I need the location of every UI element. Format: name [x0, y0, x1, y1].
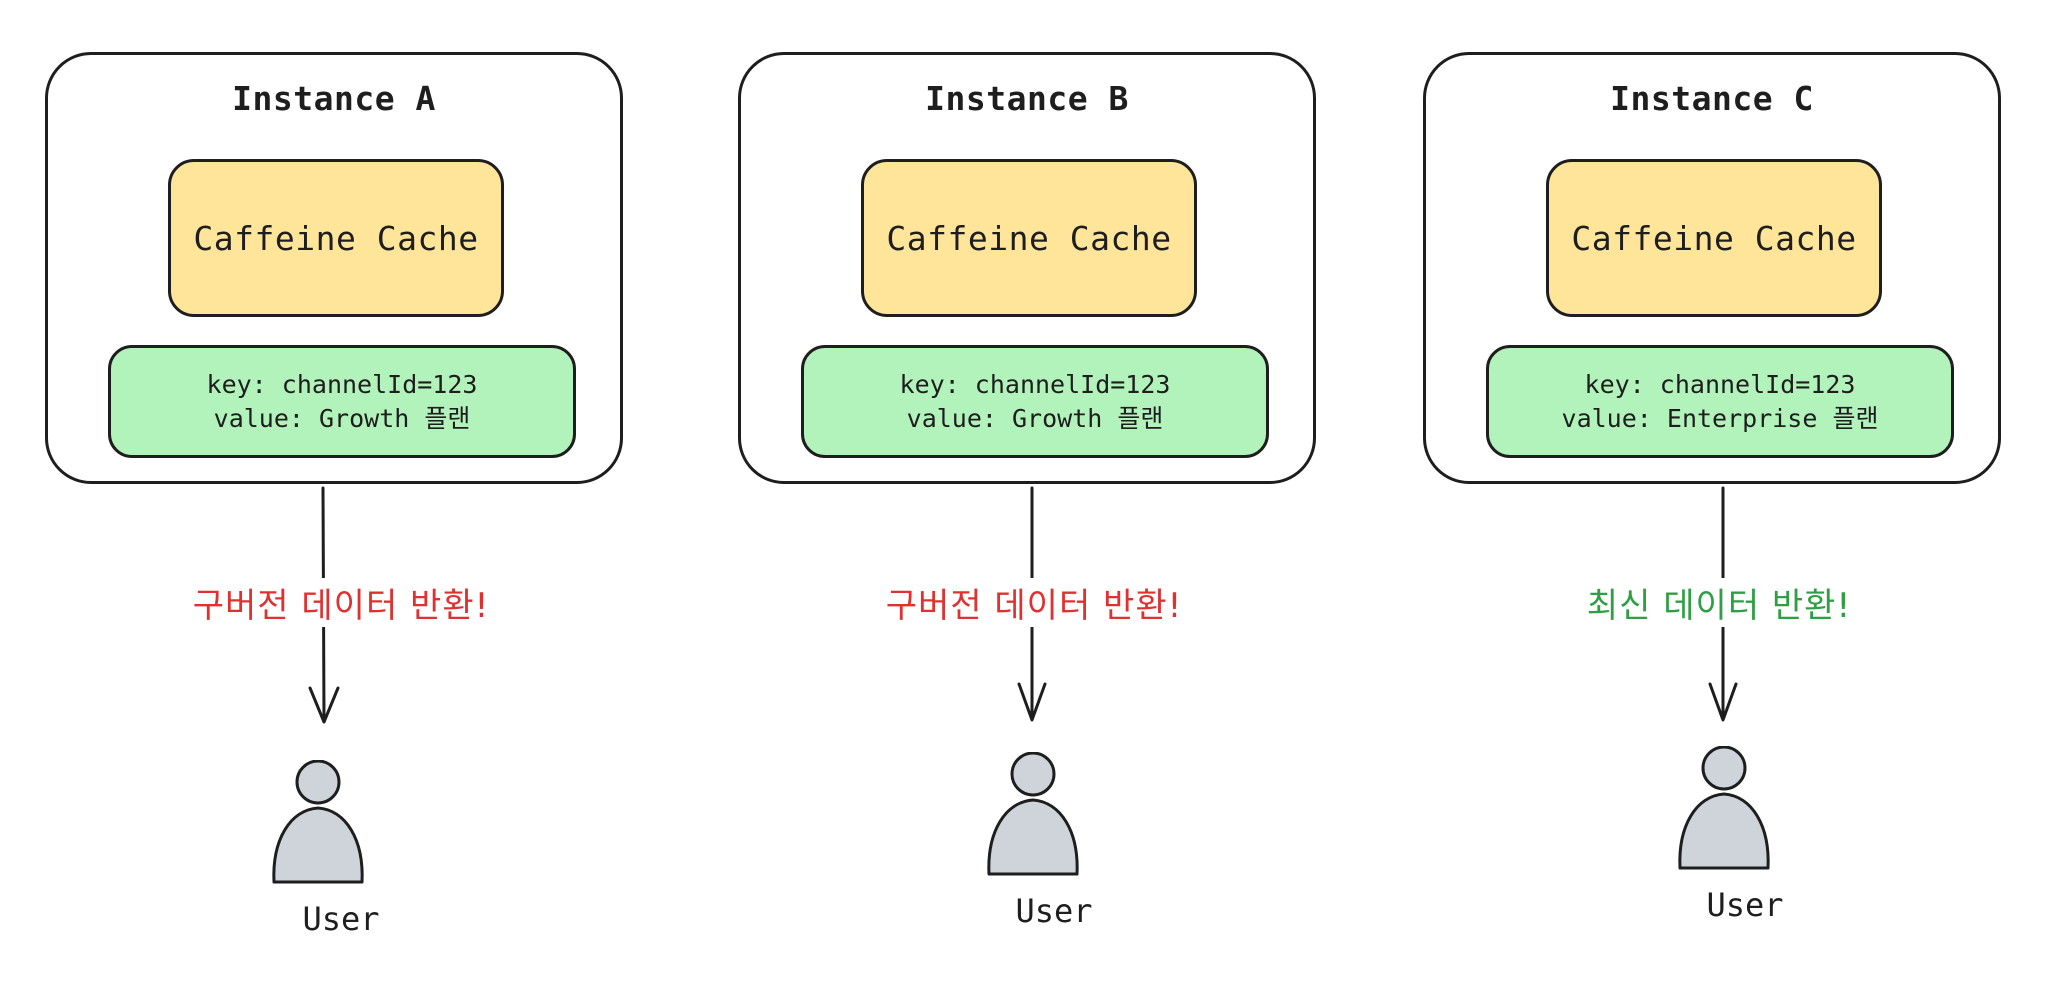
person-icon [987, 752, 1079, 876]
instance-title: Instance A [232, 79, 436, 118]
entry-key: key: channelId=123 [1584, 369, 1856, 399]
cache-entry-box: key: channelId=123 value: Enterprise 플랜 [1486, 345, 1954, 458]
cache-entry-box: key: channelId=123 value: Growth 플랜 [801, 345, 1269, 458]
instance-title: Instance B [925, 79, 1129, 118]
instance-box: Instance C Caffeine Cache key: channelId… [1423, 52, 2001, 484]
instance-box: Instance B Caffeine Cache key: channelId… [738, 52, 1316, 484]
status-message: 구버전 데이터 반환! [693, 578, 1375, 627]
cache-label: Caffeine Cache [886, 218, 1172, 258]
person-icon [1678, 746, 1770, 870]
status-message: 구버전 데이터 반환! [0, 578, 682, 627]
caffeine-cache-box: Caffeine Cache [1546, 159, 1882, 317]
caffeine-cache-box: Caffeine Cache [861, 159, 1197, 317]
cache-entry-box: key: channelId=123 value: Growth 플랜 [108, 345, 576, 458]
instance-column-b: Instance B Caffeine Cache key: channelId… [693, 0, 1375, 987]
instance-box: Instance A Caffeine Cache key: channelId… [45, 52, 623, 484]
cache-label: Caffeine Cache [193, 218, 479, 258]
user-label: User [302, 900, 380, 938]
instance-column-a: Instance A Caffeine Cache key: channelId… [0, 0, 682, 987]
user-label: User [1706, 886, 1784, 924]
cache-label: Caffeine Cache [1571, 218, 1857, 258]
status-message: 최신 데이터 반환! [1378, 578, 2048, 627]
instance-column-c: Instance C Caffeine Cache key: channelId… [1378, 0, 2048, 987]
entry-value: value: Enterprise 플랜 [1561, 403, 1879, 433]
entry-key: key: channelId=123 [206, 369, 478, 399]
entry-value: value: Growth 플랜 [213, 403, 471, 433]
caffeine-cache-box: Caffeine Cache [168, 159, 504, 317]
user-label: User [1015, 892, 1093, 930]
person-icon [272, 760, 364, 884]
entry-value: value: Growth 플랜 [906, 403, 1164, 433]
entry-key: key: channelId=123 [899, 369, 1171, 399]
instance-title: Instance C [1610, 79, 1814, 118]
